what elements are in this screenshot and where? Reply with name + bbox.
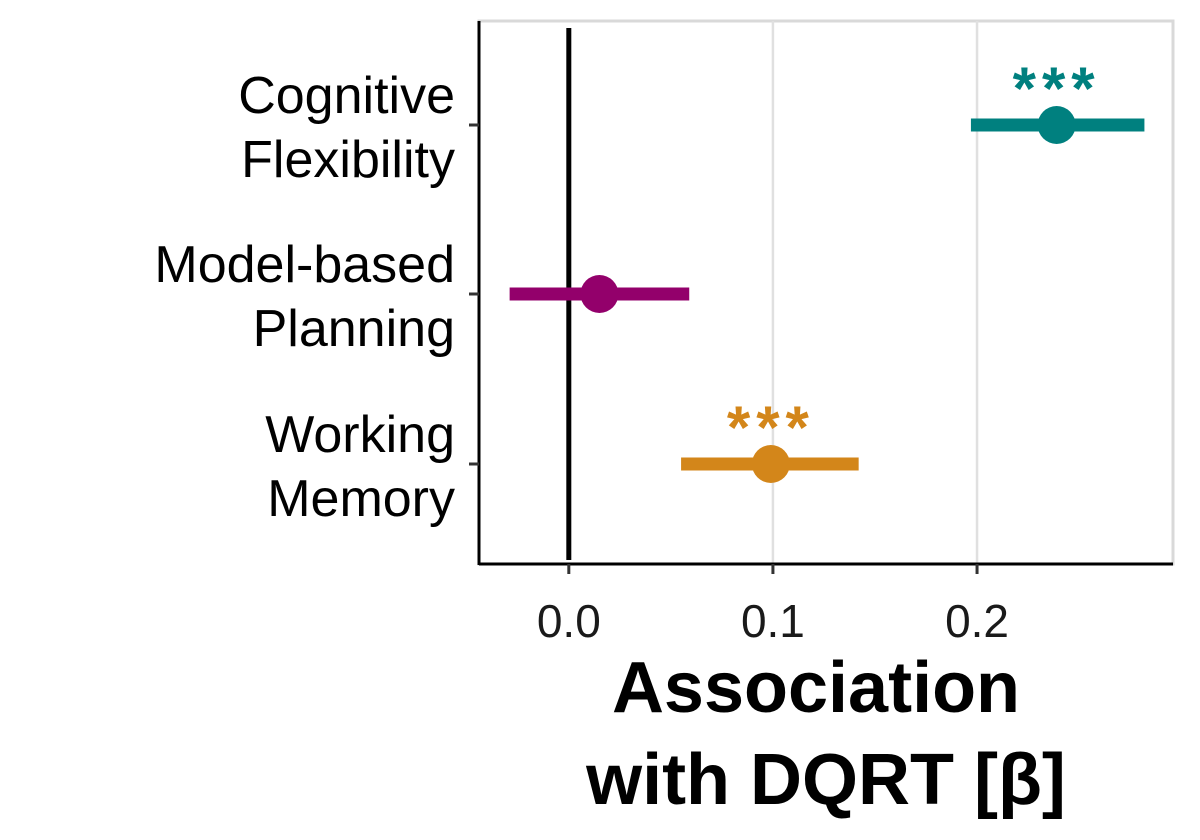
y-category-label-0-line-2: Flexibility	[241, 131, 455, 189]
y-category-label-2-line-1: Working	[265, 406, 455, 464]
grid-lines	[771, 21, 979, 564]
significance-stars-2: ***	[727, 394, 815, 461]
x-axis-title-line-1: Association	[612, 648, 1020, 728]
x-axis-ticks: 0.0 0.1 0.2	[537, 564, 1009, 647]
y-category-label-1-line-1: Model-based	[154, 236, 455, 294]
x-tick-label-2: 0.2	[945, 595, 1009, 647]
estimate-point-1	[580, 275, 619, 313]
x-axis-title-line-2: with DQRT [β]	[585, 740, 1066, 820]
estimates-group: *** ***	[509, 55, 1145, 483]
y-category-label-1-line-2: Planning	[253, 300, 455, 358]
x-tick-label-1: 0.1	[741, 595, 805, 647]
y-category-label-2-line-2: Memory	[267, 470, 455, 528]
estimate-point-2	[751, 445, 790, 483]
x-axis-title: Association with DQRT [β]	[585, 648, 1066, 820]
x-tick-label-0: 0.0	[537, 595, 601, 647]
y-category-label-0-line-1: Cognitive	[238, 67, 455, 125]
significance-stars-0: ***	[1013, 55, 1101, 122]
estimate-point-0	[1037, 106, 1076, 144]
